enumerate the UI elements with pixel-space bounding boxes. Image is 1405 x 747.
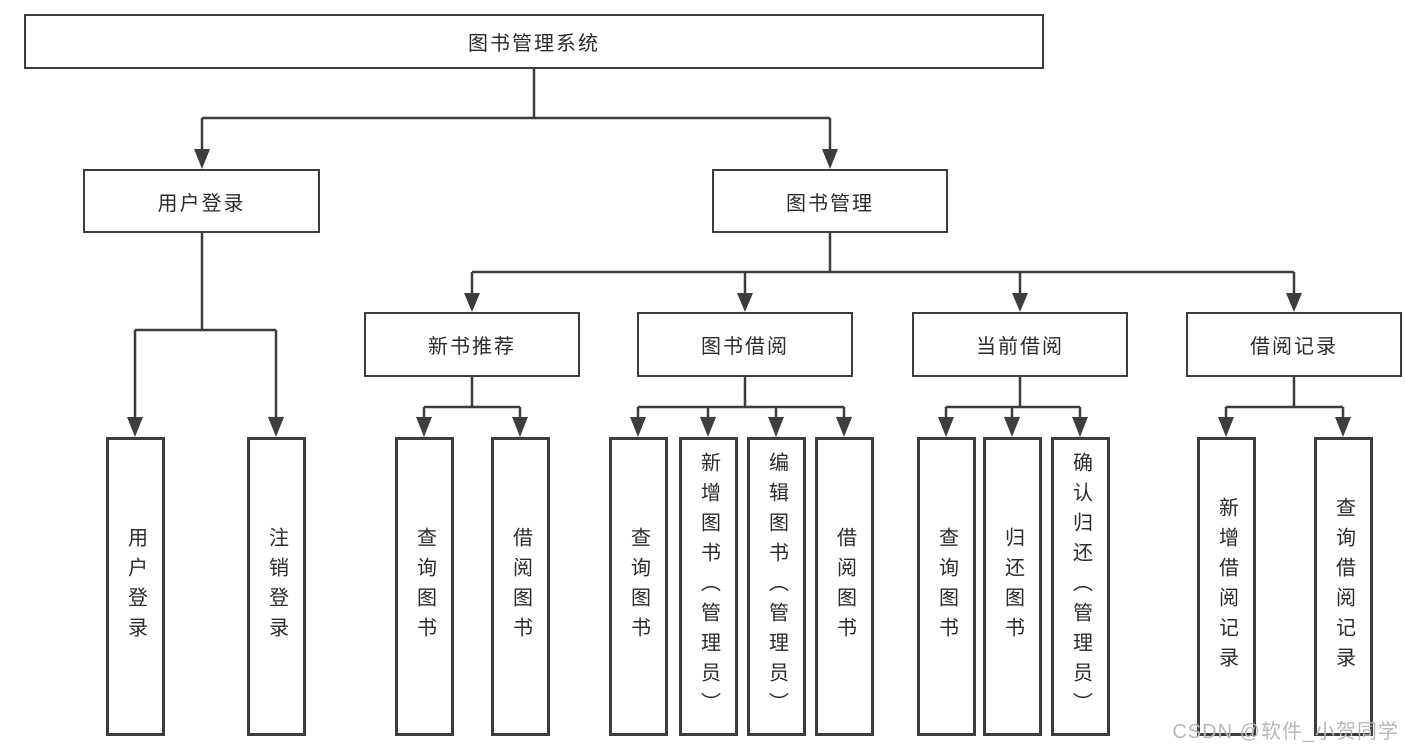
arrow-down-icon bbox=[938, 417, 954, 437]
leaf-add-books-admin: 新增图书（管理员） bbox=[679, 437, 738, 736]
node-book-management: 图书管理 bbox=[712, 169, 948, 233]
arrow-down-icon bbox=[464, 293, 480, 312]
arrow-down-icon bbox=[737, 293, 753, 312]
leaf-query-books-recommend: 查询图书 bbox=[395, 437, 454, 736]
leaf-label: 新增图书（管理员） bbox=[697, 451, 720, 722]
arrow-down-icon bbox=[416, 417, 432, 437]
leaf-label: 用户登录 bbox=[124, 526, 147, 647]
leaf-query-books-current: 查询图书 bbox=[917, 437, 976, 736]
leaf-query-books-borrow: 查询图书 bbox=[609, 437, 668, 736]
arrow-down-icon bbox=[822, 149, 838, 169]
leaf-logout: 注销登录 bbox=[247, 437, 306, 736]
node-library-management-system: 图书管理系统 bbox=[24, 14, 1044, 69]
leaf-borrow-books: 借阅图书 bbox=[815, 437, 874, 736]
leaf-label: 查询图书 bbox=[413, 526, 436, 647]
leaf-borrow-books-recommend: 借阅图书 bbox=[491, 437, 550, 736]
leaf-label: 确认归还（管理员） bbox=[1069, 451, 1092, 722]
leaf-label: 查询借阅记录 bbox=[1332, 496, 1355, 677]
leaf-label: 归还图书 bbox=[1001, 526, 1024, 647]
leaf-label: 注销登录 bbox=[265, 526, 288, 647]
arrow-down-icon bbox=[127, 417, 143, 437]
connector-book-borrow-to-leaves bbox=[630, 377, 852, 437]
leaf-label: 借阅图书 bbox=[509, 526, 532, 647]
leaf-label: 新增借阅记录 bbox=[1215, 496, 1238, 677]
connector-book-management-to-level3 bbox=[464, 233, 1302, 312]
node-borrow-records: 借阅记录 bbox=[1186, 312, 1402, 377]
connector-root-to-level2 bbox=[194, 69, 838, 169]
arrow-down-icon bbox=[768, 417, 784, 437]
connector-new-book-recommend-to-leaves bbox=[416, 377, 528, 437]
connector-borrow-records-to-leaves bbox=[1218, 377, 1351, 437]
leaf-confirm-return-admin: 确认归还（管理员） bbox=[1051, 437, 1110, 736]
arrow-down-icon bbox=[630, 417, 646, 437]
arrow-down-icon bbox=[836, 417, 852, 437]
node-current-borrow: 当前借阅 bbox=[912, 312, 1128, 377]
arrow-down-icon bbox=[1012, 293, 1028, 312]
arrow-down-icon bbox=[1286, 293, 1302, 312]
node-new-book-recommend: 新书推荐 bbox=[364, 312, 580, 377]
arrow-down-icon bbox=[1335, 417, 1351, 437]
arrow-down-icon bbox=[268, 417, 284, 437]
leaf-add-borrow-record: 新增借阅记录 bbox=[1197, 437, 1256, 736]
csdn-watermark: CSDN @软件_小贺同学 bbox=[1172, 721, 1399, 743]
arrow-down-icon bbox=[1218, 417, 1234, 437]
arrow-down-icon bbox=[194, 149, 210, 169]
leaf-label: 借阅图书 bbox=[833, 526, 856, 647]
arrow-down-icon bbox=[1004, 417, 1020, 437]
node-book-borrow: 图书借阅 bbox=[637, 312, 853, 377]
arrow-down-icon bbox=[700, 417, 716, 437]
connector-user-login-to-leaves bbox=[127, 233, 284, 437]
connector-current-borrow-to-leaves bbox=[938, 377, 1088, 437]
leaf-edit-books-admin: 编辑图书（管理员） bbox=[747, 437, 806, 736]
leaf-label: 查询图书 bbox=[627, 526, 650, 647]
leaf-label: 查询图书 bbox=[935, 526, 958, 647]
leaf-label: 编辑图书（管理员） bbox=[765, 451, 788, 722]
arrow-down-icon bbox=[512, 417, 528, 437]
node-user-login: 用户登录 bbox=[83, 169, 320, 233]
leaf-user-login: 用户登录 bbox=[106, 437, 165, 736]
arrow-down-icon bbox=[1072, 417, 1088, 437]
leaf-return-books: 归还图书 bbox=[983, 437, 1042, 736]
leaf-query-borrow-record: 查询借阅记录 bbox=[1314, 437, 1373, 736]
